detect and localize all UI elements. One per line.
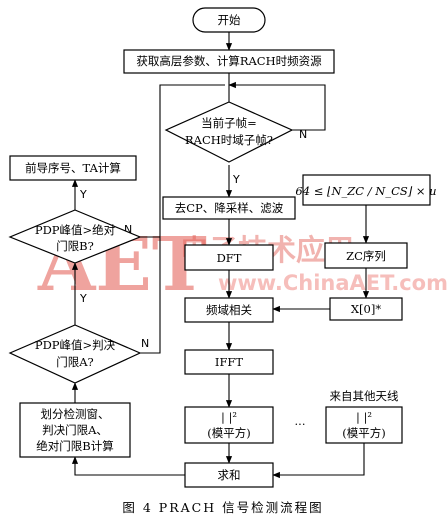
ellipsis: ··· bbox=[295, 417, 306, 431]
freq-corr-label: 频域相关 bbox=[206, 303, 252, 317]
edge-sum-to-window bbox=[71, 456, 185, 476]
window-calc-line3: 绝对门限B计算 bbox=[36, 439, 113, 453]
zc-condition-node: 64 ≤ ⌊N_ZC / N_CS⌋ × u bbox=[295, 174, 437, 206]
zc-sequence-label: ZC序列 bbox=[346, 249, 386, 263]
preprocess-node: 去CP、降采样、滤波 bbox=[162, 196, 296, 220]
other-mod-square-line1: | |² bbox=[356, 410, 372, 425]
figure-caption: 图 4 PRACH 信号检测流程图 bbox=[122, 500, 323, 515]
other-mod-square-line2: (模平方) bbox=[342, 426, 385, 440]
decision-threshold-b-line1: PDP峰值>绝对 bbox=[35, 223, 116, 237]
label-decision-no: N bbox=[299, 128, 307, 141]
preprocess-label: 去CP、降采样、滤波 bbox=[175, 201, 284, 215]
label-decisionA-no: N bbox=[141, 337, 149, 350]
edge-labels: N Y N Y N Y bbox=[79, 128, 307, 350]
label-decisionA-yes: Y bbox=[79, 292, 87, 305]
get-params-node: 获取高层参数、计算RACH时频资源 bbox=[123, 49, 335, 74]
zc-condition-label: 64 ≤ ⌊N_ZC / N_CS⌋ × u bbox=[295, 184, 436, 198]
watermark-url: www.ChinaAET.com bbox=[218, 271, 447, 295]
decision-threshold-a-line1: PDP峰值>判决 bbox=[35, 338, 116, 352]
nodes: 开始 获取高层参数、计算RACH时频资源 当前子帧= RACH时域子帧? 去CP… bbox=[8, 7, 437, 488]
decision-threshold-b-line2: 门限B? bbox=[56, 239, 94, 253]
other-mod-square-node: | |² (模平方) bbox=[325, 406, 403, 444]
label-decision-yes: Y bbox=[232, 173, 240, 186]
mod-square-line1: | |² bbox=[221, 410, 237, 425]
edge-other-to-sum bbox=[272, 443, 365, 479]
edge-decisionA-no bbox=[140, 84, 225, 354]
edge-decision-no-loop bbox=[228, 81, 326, 131]
output-node: 前导序号、TA计算 bbox=[9, 155, 137, 181]
output-label: 前导序号、TA计算 bbox=[25, 161, 121, 175]
freq-corr-node: 频域相关 bbox=[184, 297, 274, 323]
sum-label: 求和 bbox=[218, 468, 241, 482]
decision-subframe-line1: 当前子帧= bbox=[201, 116, 257, 130]
decision-threshold-b-node: PDP峰值>绝对 门限B? bbox=[8, 209, 142, 264]
edges bbox=[71, 32, 370, 479]
window-calc-line1: 划分检测窗、 bbox=[41, 407, 110, 421]
get-params-label: 获取高层参数、计算RACH时频资源 bbox=[136, 54, 322, 68]
sum-node: 求和 bbox=[184, 462, 274, 488]
mod-square-line2: (模平方) bbox=[207, 426, 250, 440]
other-antenna-label: 来自其他天线 bbox=[330, 389, 399, 403]
decision-subframe-line2: RACH时域子帧? bbox=[185, 133, 273, 147]
decision-threshold-a-line2: 门限A? bbox=[56, 355, 93, 369]
x0-conj-node: X[0]* bbox=[329, 297, 403, 321]
window-calc-node: 划分检测窗、 判决门限A、 绝对门限B计算 bbox=[19, 402, 131, 458]
start-label: 开始 bbox=[218, 13, 241, 27]
mod-square-node: | |² (模平方) bbox=[184, 406, 274, 444]
label-decisionB-no: N bbox=[124, 223, 132, 236]
dft-label: DFT bbox=[217, 251, 242, 265]
ifft-node: IFFT bbox=[184, 349, 274, 375]
decision-subframe-node: 当前子帧= RACH时域子帧? bbox=[164, 101, 294, 163]
start-node: 开始 bbox=[192, 7, 266, 33]
dft-node: DFT bbox=[184, 244, 274, 271]
decision-threshold-a-node: PDP峰值>判决 门限A? bbox=[8, 324, 142, 384]
ifft-label: IFFT bbox=[215, 355, 244, 369]
zc-sequence-node: ZC序列 bbox=[324, 242, 408, 269]
label-decisionB-yes: Y bbox=[79, 188, 87, 201]
x0-conj-label: X[0]* bbox=[351, 302, 381, 316]
window-calc-line2: 判决门限A、 bbox=[42, 423, 108, 437]
